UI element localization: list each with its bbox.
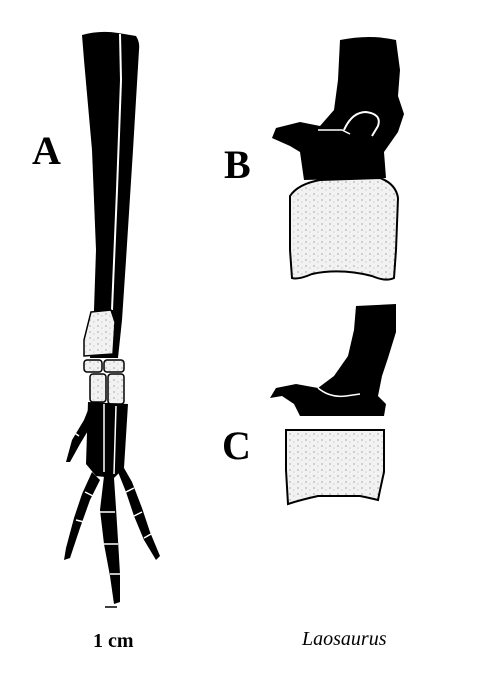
tarsals xyxy=(83,359,125,405)
taxon-name: Laosaurus xyxy=(302,628,387,650)
scale-bar-label: 1 cm xyxy=(93,630,134,652)
digit-two-joints xyxy=(75,491,94,523)
metatarsals xyxy=(86,402,128,478)
zygapophysis-outline-b xyxy=(343,110,380,137)
neural-arch-c xyxy=(270,304,396,416)
digit-four-joints xyxy=(125,487,152,539)
digit-one-joint xyxy=(72,431,80,437)
centrum-b xyxy=(289,176,400,281)
neural-arch-b xyxy=(272,37,404,180)
vertebra-drawing-b xyxy=(272,37,404,281)
centrum-c xyxy=(285,429,385,506)
panel-label-a: A xyxy=(32,128,61,173)
astragalus xyxy=(83,309,116,357)
fibula-line xyxy=(111,33,123,311)
digit-three xyxy=(100,476,120,604)
hindlimb-drawing-a xyxy=(64,31,160,608)
vertebra-drawing-c xyxy=(270,304,396,506)
tibia-shaft xyxy=(82,31,140,358)
arch-suture-c xyxy=(317,387,361,398)
digit-three-joints xyxy=(100,511,121,575)
panel-label-b: B xyxy=(224,142,251,187)
digit-two xyxy=(64,472,100,560)
arch-suture-b xyxy=(318,129,351,135)
panel-label-c: C xyxy=(222,423,251,468)
metatarsal-lines xyxy=(103,404,117,475)
